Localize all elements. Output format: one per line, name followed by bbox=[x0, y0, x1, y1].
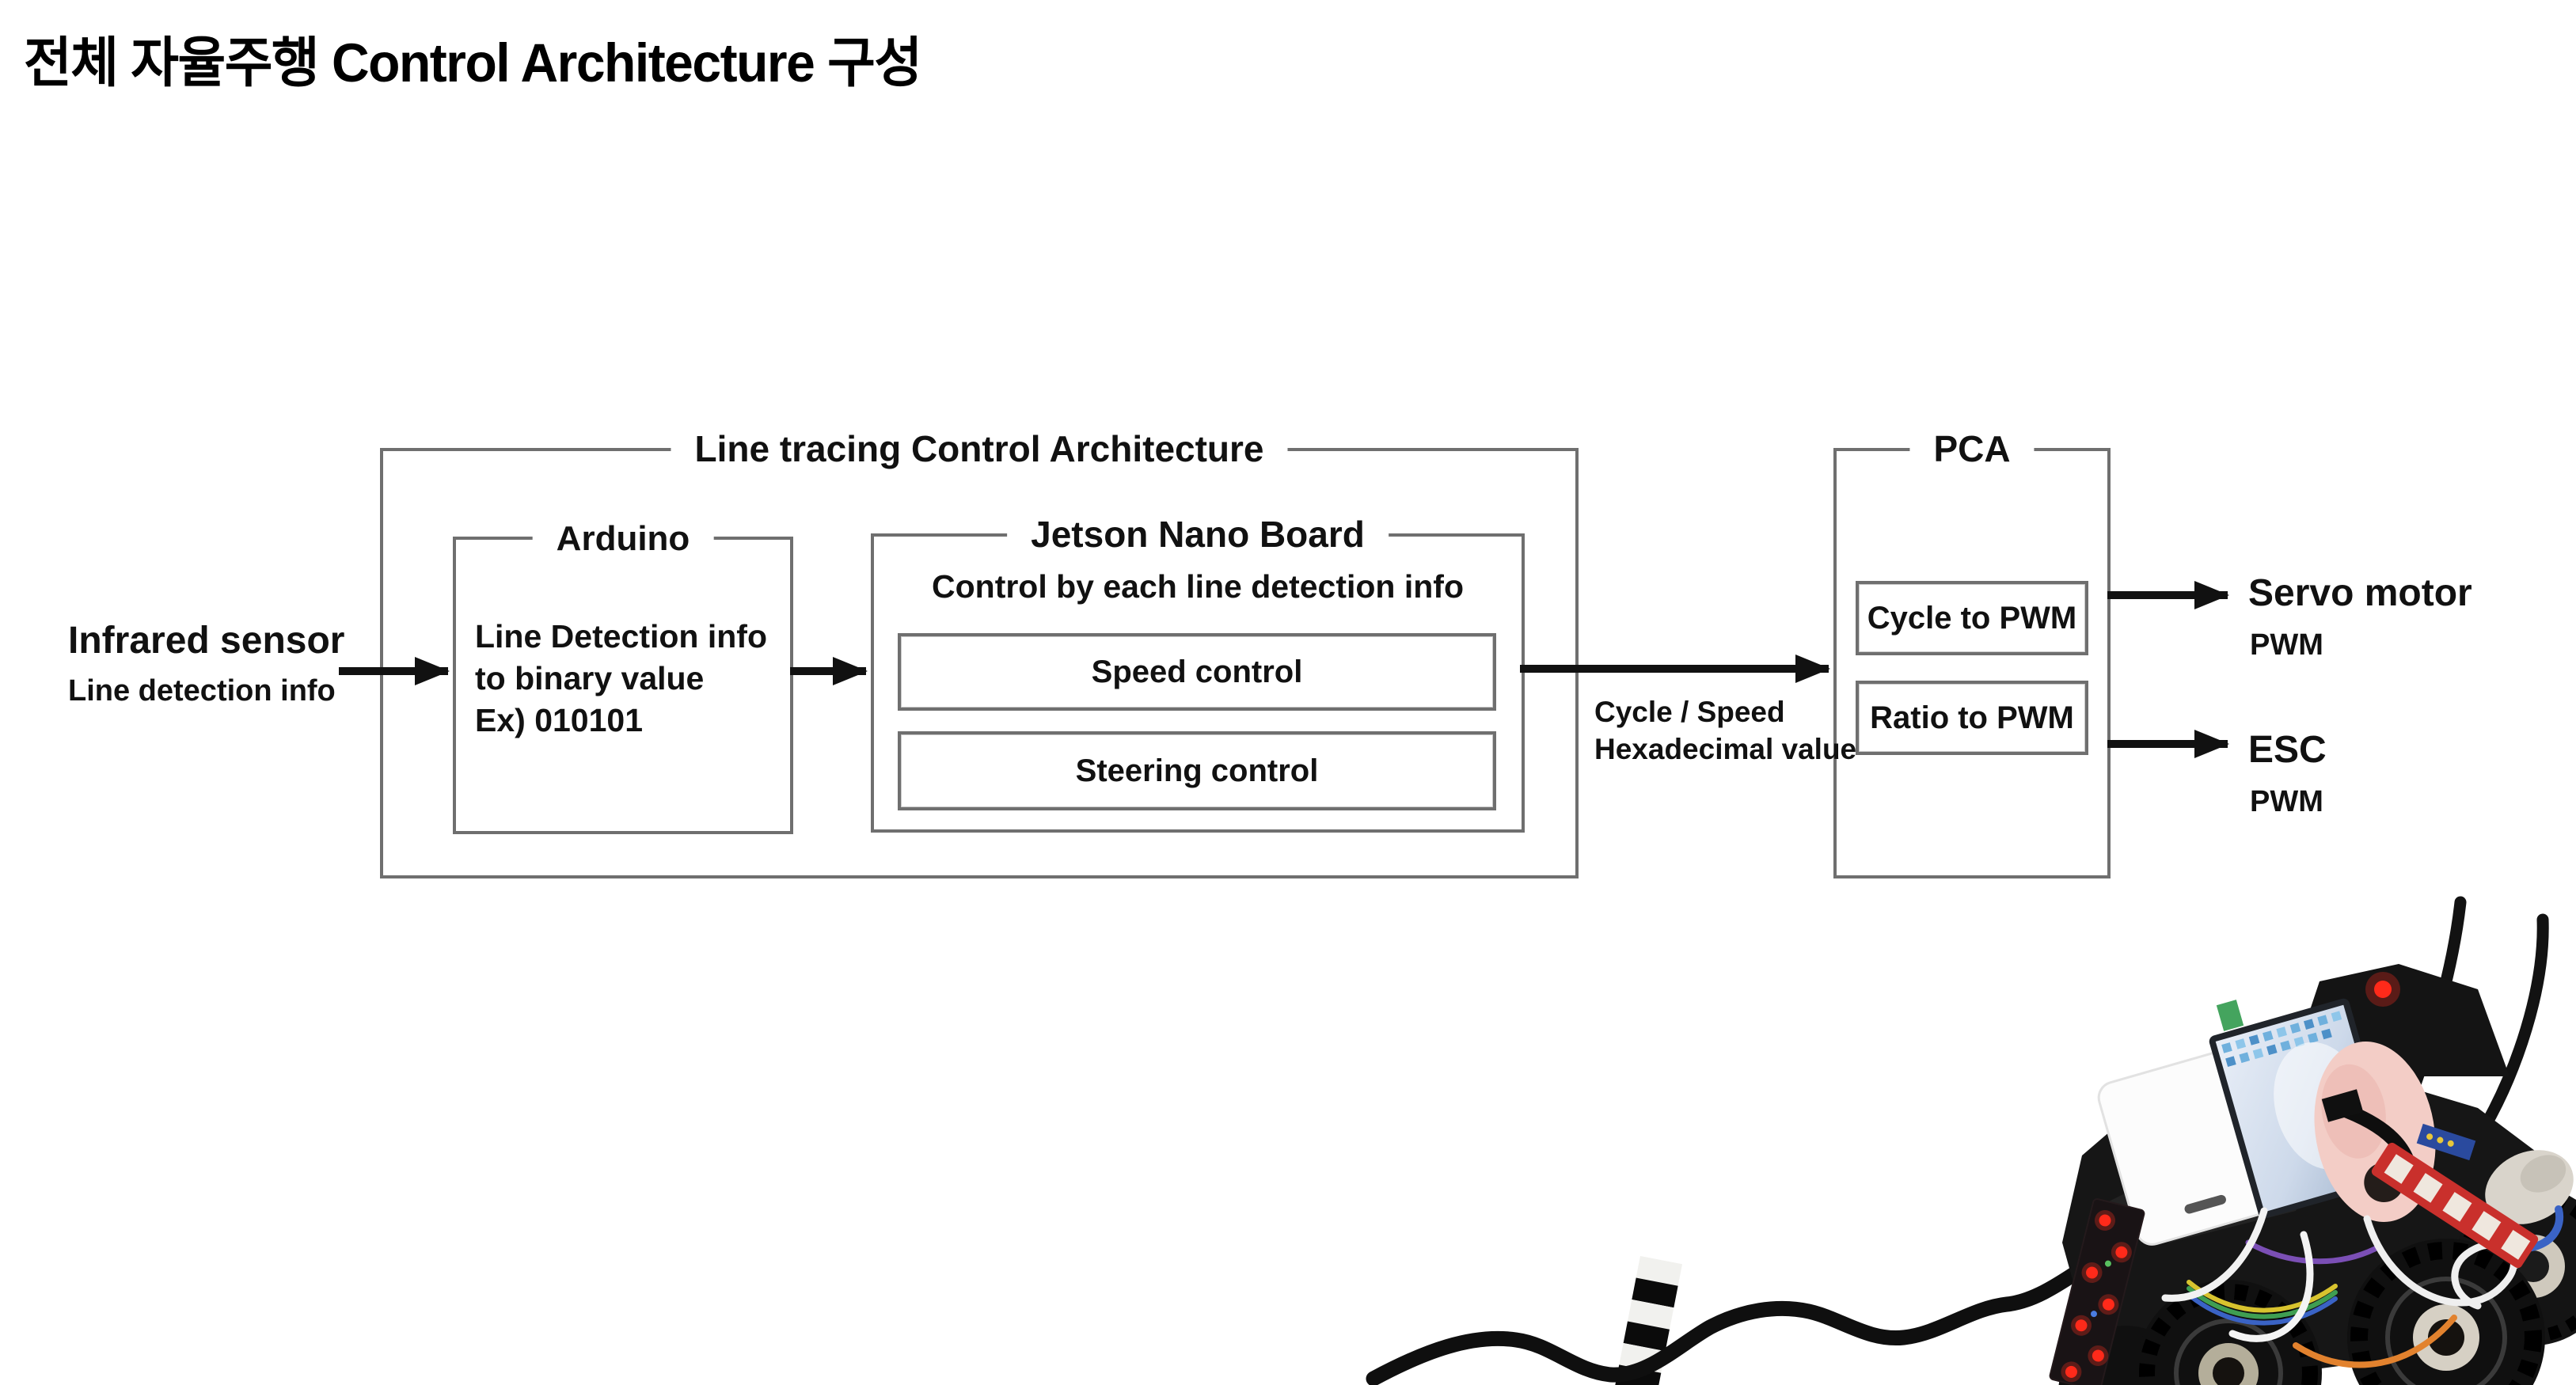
arduino-line-3: Ex) 010101 bbox=[475, 702, 644, 738]
screen-icon-row bbox=[2221, 1011, 2342, 1068]
jetson-nano-box: Jetson Nano Board Control by each line d… bbox=[871, 511, 1525, 833]
arduino-description: Line Detection info to binary value Ex) … bbox=[475, 616, 767, 742]
ratio-to-pwm-box: Ratio to PWM bbox=[1856, 681, 2088, 755]
start-line-marker bbox=[1614, 1256, 1683, 1385]
steering-control-label: Steering control bbox=[1075, 753, 1319, 788]
bus-label-line1: Cycle / Speed bbox=[1594, 696, 1785, 728]
cycle-to-pwm-box: Cycle to PWM bbox=[1856, 581, 2088, 655]
screen-glare bbox=[2274, 1042, 2369, 1170]
speed-control-box: Speed control bbox=[898, 633, 1496, 711]
bus-label: Cycle / Speed Hexadecimal value bbox=[1594, 693, 1856, 768]
esc-pwm-label: PWM bbox=[2250, 785, 2323, 818]
rc-car-photo bbox=[1366, 896, 2576, 1385]
lcd-screen bbox=[2209, 998, 2399, 1219]
antenna-cables bbox=[2357, 896, 2549, 1190]
jetson-subtitle: Control by each line detection info bbox=[932, 568, 1464, 605]
infrared-sensor-label: Infrared sensor bbox=[68, 620, 345, 662]
wheel-rear-right bbox=[2454, 1187, 2576, 1345]
page-title: 전체 자율주행 Control Architecture 구성 bbox=[24, 32, 922, 93]
line-tracing-group-box: Line tracing Control Architecture bbox=[380, 426, 1579, 878]
blue-pcb bbox=[2416, 1123, 2476, 1161]
motor-cylinder bbox=[2485, 1150, 2574, 1224]
usb-cable-black bbox=[2332, 1101, 2418, 1194]
servo-pwm-label: PWM bbox=[2250, 628, 2323, 662]
speed-control-label: Speed control bbox=[1091, 654, 1303, 689]
red-led-strip bbox=[2371, 1142, 2539, 1269]
status-led-halo bbox=[2365, 972, 2400, 1007]
arduino-legend: Arduino bbox=[532, 516, 714, 562]
arduino-line-2: to binary value bbox=[475, 660, 705, 696]
bus-label-line2: Hexadecimal value bbox=[1594, 733, 1857, 765]
steering-control-box: Steering control bbox=[898, 731, 1496, 810]
wheel-rear-left bbox=[2058, 1326, 2193, 1385]
ir-sensor-board bbox=[2049, 1197, 2145, 1385]
wire-bundle bbox=[2161, 1205, 2564, 1368]
cycle-to-pwm-label: Cycle to PWM bbox=[1867, 600, 2077, 636]
pink-object bbox=[2314, 1042, 2436, 1222]
pca-legend: PCA bbox=[1909, 426, 2035, 472]
car-underbody bbox=[2145, 1345, 2320, 1385]
car-chassis bbox=[2062, 1064, 2565, 1377]
power-bank bbox=[2097, 1050, 2274, 1246]
arduino-line-1: Line Detection info bbox=[475, 618, 767, 655]
track-line bbox=[1366, 1256, 2098, 1385]
ratio-to-pwm-label: Ratio to PWM bbox=[1870, 700, 2074, 735]
green-pcb-tab bbox=[2216, 1000, 2244, 1031]
servo-motor-label: Servo motor bbox=[2248, 572, 2472, 614]
wheel-front-left bbox=[2135, 1280, 2322, 1385]
car-chassis-facet bbox=[2106, 1148, 2327, 1243]
status-led bbox=[2374, 981, 2392, 998]
pca-box: PCA Cycle to PWM Ratio to PWM bbox=[1833, 426, 2111, 878]
wheel-front-right bbox=[2347, 1239, 2545, 1385]
line-tracing-group-legend: Line tracing Control Architecture bbox=[671, 426, 1288, 472]
arduino-box: Arduino Line Detection info to binary va… bbox=[453, 516, 793, 834]
car-roof bbox=[2288, 964, 2510, 1076]
ir-led-array bbox=[2061, 1210, 2132, 1383]
usb-plug bbox=[2321, 1089, 2364, 1122]
esc-label: ESC bbox=[2248, 729, 2327, 771]
line-detection-info-label: Line detection info bbox=[68, 674, 336, 708]
jetson-nano-legend: Jetson Nano Board bbox=[1007, 511, 1389, 557]
